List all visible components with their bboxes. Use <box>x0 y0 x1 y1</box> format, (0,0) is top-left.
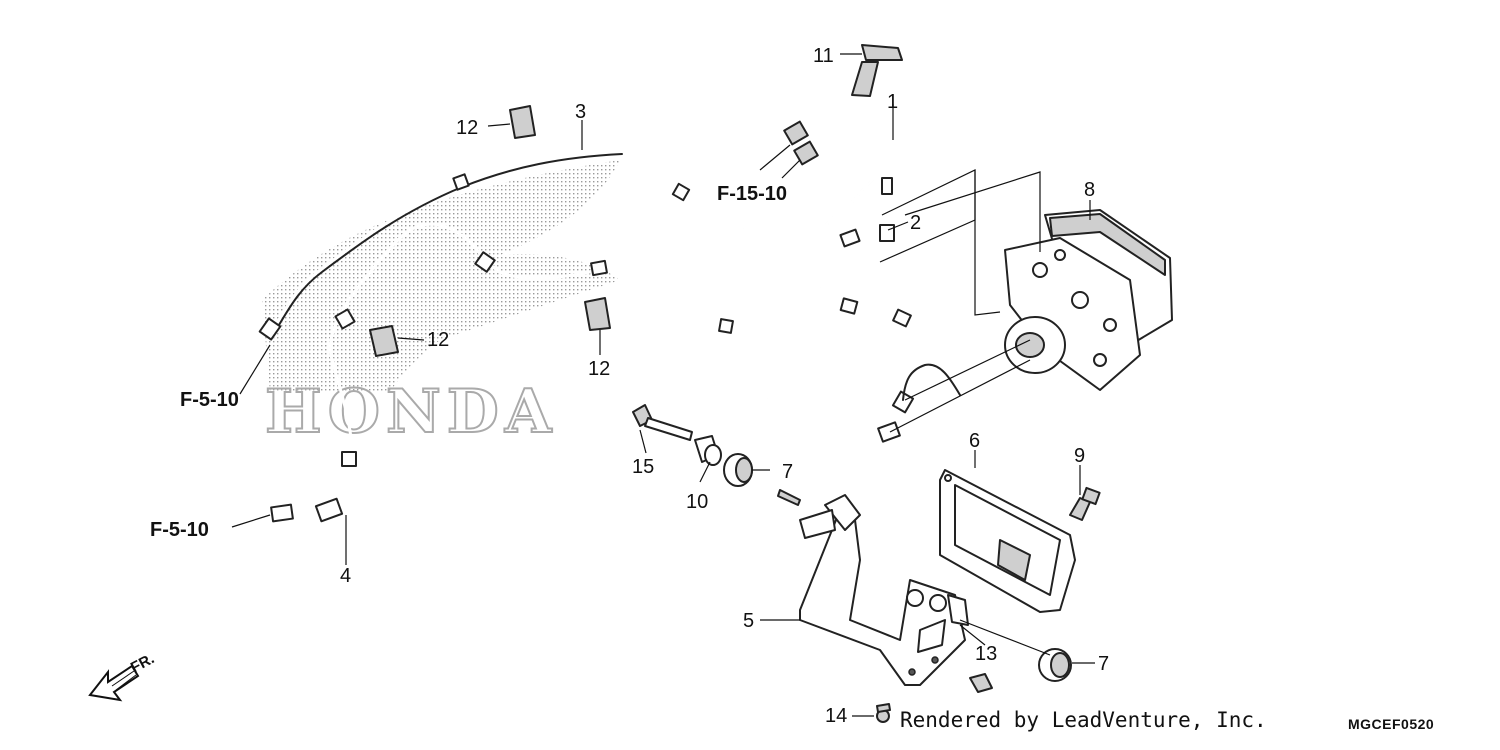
callout-7a: 7 <box>782 461 793 483</box>
callout-13: 13 <box>975 643 997 665</box>
callout-15: 15 <box>632 456 654 478</box>
callout-10: 10 <box>686 491 708 513</box>
ref-f-15-10: F-15-10 <box>717 183 787 205</box>
abs-modulator-8 <box>1004 209 1173 391</box>
callout-2: 2 <box>910 212 921 234</box>
part-11 <box>851 44 903 97</box>
callout-12c: 12 <box>588 358 610 380</box>
rubber-mount-7a <box>723 453 753 487</box>
callout-3: 3 <box>575 101 586 123</box>
callout-9: 9 <box>1074 445 1085 467</box>
collar-10 <box>694 435 722 466</box>
diagram-code: MGCEF0520 <box>1348 716 1435 732</box>
wing-logo <box>262 160 620 392</box>
callout-5: 5 <box>743 610 754 632</box>
bolt-15 <box>632 404 693 441</box>
reference-lines <box>879 169 1041 433</box>
callout-11: 11 <box>813 45 834 67</box>
bolt-14 <box>876 703 891 723</box>
brake-pipe-3 <box>258 150 897 442</box>
callout-12b: 12 <box>427 329 449 351</box>
bracket-5 <box>777 489 969 686</box>
render-credit: Rendered by LeadVenture, Inc. <box>900 708 1267 732</box>
callout-1: 1 <box>887 91 898 113</box>
callout-14: 14 <box>825 705 847 727</box>
brake-pipe-4 <box>270 222 962 523</box>
callout-6: 6 <box>969 430 980 452</box>
rubber-mount-7b <box>1038 648 1072 682</box>
front-direction-indicator: FR. <box>88 650 157 702</box>
bolt-13 <box>969 673 993 693</box>
leader-lines <box>231 53 1095 717</box>
bolt-9 <box>1069 486 1101 521</box>
callout-7b: 7 <box>1098 653 1109 675</box>
front-arrow-icon <box>88 664 140 702</box>
part-12-clips <box>369 105 611 357</box>
cover-6 <box>939 469 1076 613</box>
callout-12a: 12 <box>456 117 478 139</box>
ref-f-5-10-upper: F-5-10 <box>180 389 239 411</box>
callout-8: 8 <box>1084 179 1095 201</box>
brake-pipe-1 <box>783 112 909 250</box>
ref-f-5-10-lower: F-5-10 <box>150 519 209 541</box>
callout-4: 4 <box>340 565 351 587</box>
brand-watermark: HONDA <box>262 160 620 448</box>
callouts: 1 2 3 4 5 6 7 7 8 9 10 11 12 12 12 13 14… <box>340 45 1109 727</box>
reference-codes: F-15-10 F-5-10 F-5-10 <box>150 183 787 541</box>
watermark-text: HONDA <box>265 377 557 447</box>
